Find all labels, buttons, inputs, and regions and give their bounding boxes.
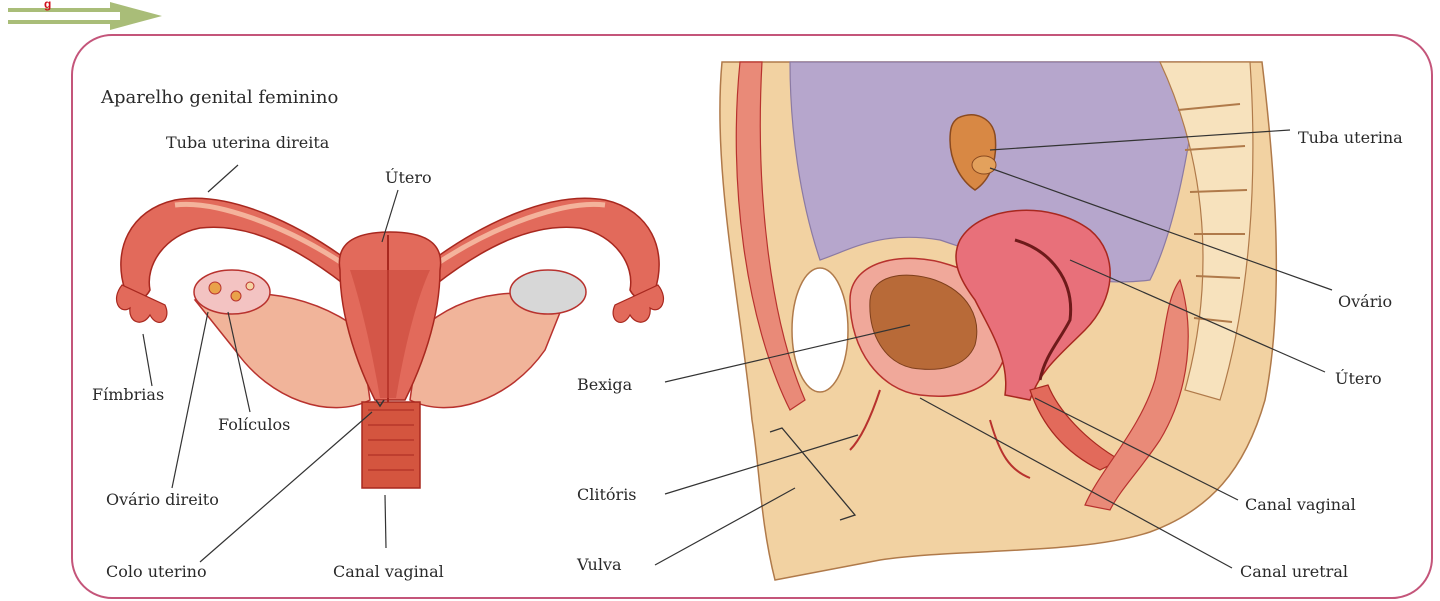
label-fimbrias: Fímbrias — [92, 385, 164, 404]
label-ovario: Ovário — [1338, 292, 1392, 311]
label-canal-uretral: Canal uretral — [1240, 562, 1348, 581]
label-bexiga: Bexiga — [577, 375, 633, 394]
label-utero-frontal: Útero — [385, 167, 432, 187]
label-ovario-direito: Ovário direito — [106, 490, 219, 509]
label-clitoris: Clitóris — [577, 485, 637, 504]
label-utero-sagittal: Útero — [1335, 368, 1382, 388]
label-canal-vaginal-frontal: Canal vaginal — [333, 562, 444, 581]
diagram-title: Aparelho genital feminino — [100, 87, 338, 108]
label-canal-vaginal-sagittal: Canal vaginal — [1245, 495, 1356, 514]
label-tuba-uterina: Tuba uterina — [1298, 128, 1403, 147]
corner-fragment-text: g — [44, 0, 51, 11]
arrow-icon — [8, 2, 162, 30]
label-colo-uterino: Colo uterino — [106, 562, 207, 581]
frontal-view-illustration — [117, 198, 664, 488]
sagittal-view-illustration — [720, 62, 1276, 580]
label-vulva: Vulva — [576, 555, 622, 574]
label-foliculos: Folículos — [218, 415, 290, 434]
label-tuba-uterina-direita: Tuba uterina direita — [166, 133, 330, 152]
